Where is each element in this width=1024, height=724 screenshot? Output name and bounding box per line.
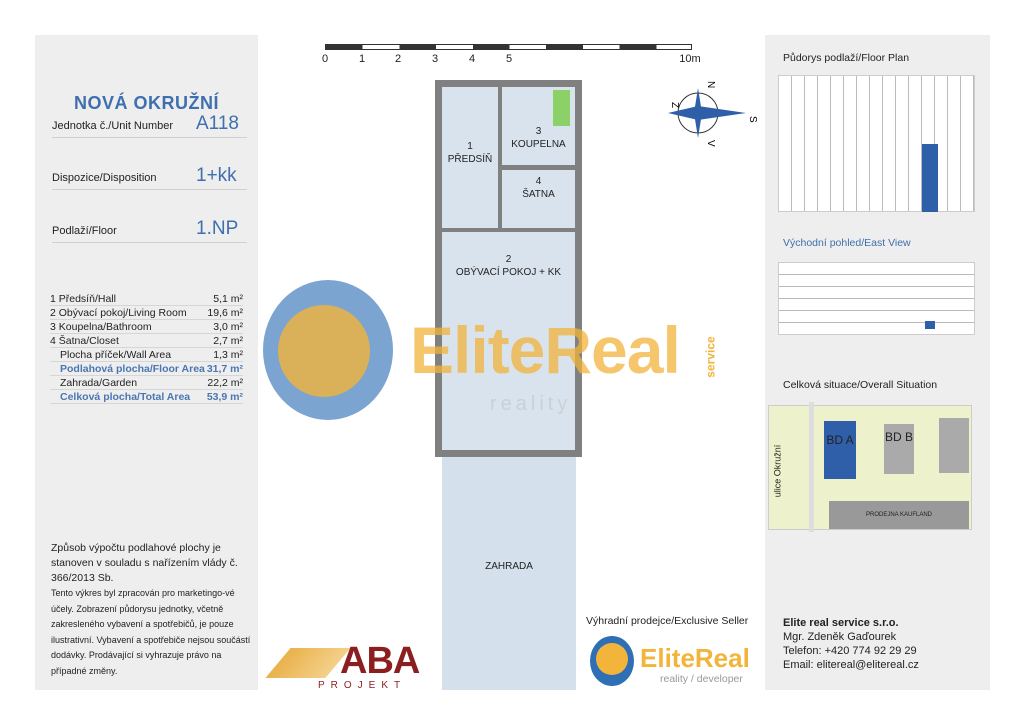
compass-n: N <box>705 81 716 88</box>
unit-info-panel: NOVÁ OKRUŽNÍ Jednotka č./Unit Number A118… <box>35 35 258 690</box>
table-row: 3 Koupelna/Bathroom 3,0 m² <box>50 320 243 334</box>
unit-highlight <box>925 321 935 329</box>
area-label: 4 Šatna/Closet <box>50 335 119 347</box>
aba-logo-sub: PROJEKT <box>318 680 407 691</box>
elitereal-logo: EliteReal <box>640 643 750 673</box>
room-closet <box>502 170 575 228</box>
disposition: 1+kk <box>196 165 237 186</box>
table-row: Zahrada/Garden 22,2 m² <box>50 376 243 390</box>
elitereal-logo-icon <box>590 636 634 686</box>
compass-icon: S N V Z <box>668 81 758 147</box>
scale-label: 4 <box>468 53 476 65</box>
label: Jednotka č./Unit Number <box>52 120 174 132</box>
area-value: 22,2 m² <box>207 377 243 389</box>
company-name: Elite real service s.r.o. <box>783 617 899 629</box>
floorplan-thumbnail <box>778 75 975 212</box>
window-green <box>553 90 570 126</box>
table-row: 4 Šatna/Closet 2,7 m² <box>50 334 243 348</box>
area-value: 1,3 m² <box>213 349 243 361</box>
kaufland: PRODEJNA KAUFLAND <box>829 501 969 529</box>
compass-w: Z <box>669 102 680 108</box>
floor-plan <box>435 80 582 457</box>
calc-note: Způsob výpočtu podlahové plochy je stano… <box>51 542 238 584</box>
area-label: 2 Obývací pokoj/Living Room <box>50 307 187 319</box>
seller-label: Výhradní prodejce/Exclusive Seller <box>586 615 749 627</box>
area-value: 5,1 m² <box>213 293 243 305</box>
building-other <box>939 418 969 473</box>
area-label: Zahrada/Garden <box>60 377 138 389</box>
contact-email: Email: elitereal@elitereal.cz <box>783 659 919 671</box>
area-label: Podlahová plocha/Floor Area <box>60 363 205 375</box>
scale-label: 2 <box>394 53 402 65</box>
situation-map: ulice Okružní BD A BD B PRODEJNA KAUFLAN… <box>768 402 972 532</box>
scale-label: 5 <box>505 53 513 65</box>
scale-label: 0 <box>321 53 329 65</box>
building-b: BD B <box>884 424 914 474</box>
area-label: Plocha příček/Wall Area <box>60 349 172 361</box>
watermark-text: EliteReal <box>410 313 681 387</box>
scale-label: 10m <box>679 53 701 65</box>
compass-s: S <box>747 116 758 123</box>
area-value: 53,9 m² <box>206 391 243 403</box>
east-view-title: Východní pohled/East View <box>783 237 911 249</box>
aba-logo-icon <box>265 648 351 678</box>
table-row: Plocha příček/Wall Area 1,3 m² <box>50 348 243 362</box>
table-row: 1 Předsíň/Hall 5,1 m² <box>50 292 243 306</box>
situation-title: Celková situace/Overall Situation <box>783 379 938 391</box>
label: Dispozice/Disposition <box>52 172 157 184</box>
east-view-thumbnail <box>778 262 975 335</box>
elitereal-logo-sub: reality / developer <box>660 673 743 685</box>
area-label: Celková plocha/Total Area <box>60 391 191 403</box>
watermark-side: service <box>703 336 718 378</box>
unit-number-row: Jednotka č./Unit Number A118 <box>52 112 247 138</box>
area-value: 19,6 m² <box>207 307 243 319</box>
scale-bar <box>325 44 692 50</box>
area-value: 3,0 m² <box>213 321 243 333</box>
contact-block: Elite real service s.r.o. Mgr. Zdeněk Ga… <box>783 616 919 672</box>
garden <box>442 457 576 690</box>
floor-row: Podlaží/Floor 1.NP <box>52 217 247 243</box>
area-label: 1 Předsíň/Hall <box>50 293 116 305</box>
unit-highlight <box>922 144 938 212</box>
contact-phone: Telefon: +420 774 92 29 29 <box>783 645 917 657</box>
project-title: NOVÁ OKRUŽNÍ <box>74 93 219 113</box>
watermark-arrow-icon <box>278 305 370 397</box>
contact-person: Mgr. Zdeněk Gaďourek <box>783 631 897 643</box>
table-row-total-area: Celková plocha/Total Area 53,9 m² <box>50 390 243 404</box>
building-a: BD A <box>824 421 856 479</box>
disclaimer: Tento výkres byl zpracován pro marketing… <box>51 588 251 676</box>
street-label: ulice Okružní <box>772 444 783 498</box>
disposition-row: Dispozice/Disposition 1+kk <box>52 164 247 190</box>
area-value: 31,7 m² <box>206 363 243 375</box>
watermark-sub: reality <box>490 393 572 415</box>
aba-logo: ABA <box>340 640 420 682</box>
compass-e: V <box>705 140 716 147</box>
scale-label: 3 <box>431 53 439 65</box>
room-hall <box>442 87 498 228</box>
scale-label: 1 <box>358 53 366 65</box>
area-label: 3 Koupelna/Bathroom <box>50 321 152 333</box>
context-panel: Půdorys podlaží/Floor Plan Východní pohl… <box>765 35 990 690</box>
unit-number: A118 <box>196 113 239 134</box>
table-row: 2 Obývací pokoj/Living Room 19,6 m² <box>50 306 243 320</box>
area-value: 2,7 m² <box>213 335 243 347</box>
label: Podlaží/Floor <box>52 225 117 237</box>
area-table: 1 Předsíň/Hall 5,1 m² 2 Obývací pokoj/Liv… <box>50 292 243 404</box>
garden-label: ZAHRADA <box>485 561 533 572</box>
floorplan-title: Půdorys podlaží/Floor Plan <box>783 52 910 64</box>
floor: 1.NP <box>196 218 239 239</box>
room-living <box>442 232 575 450</box>
